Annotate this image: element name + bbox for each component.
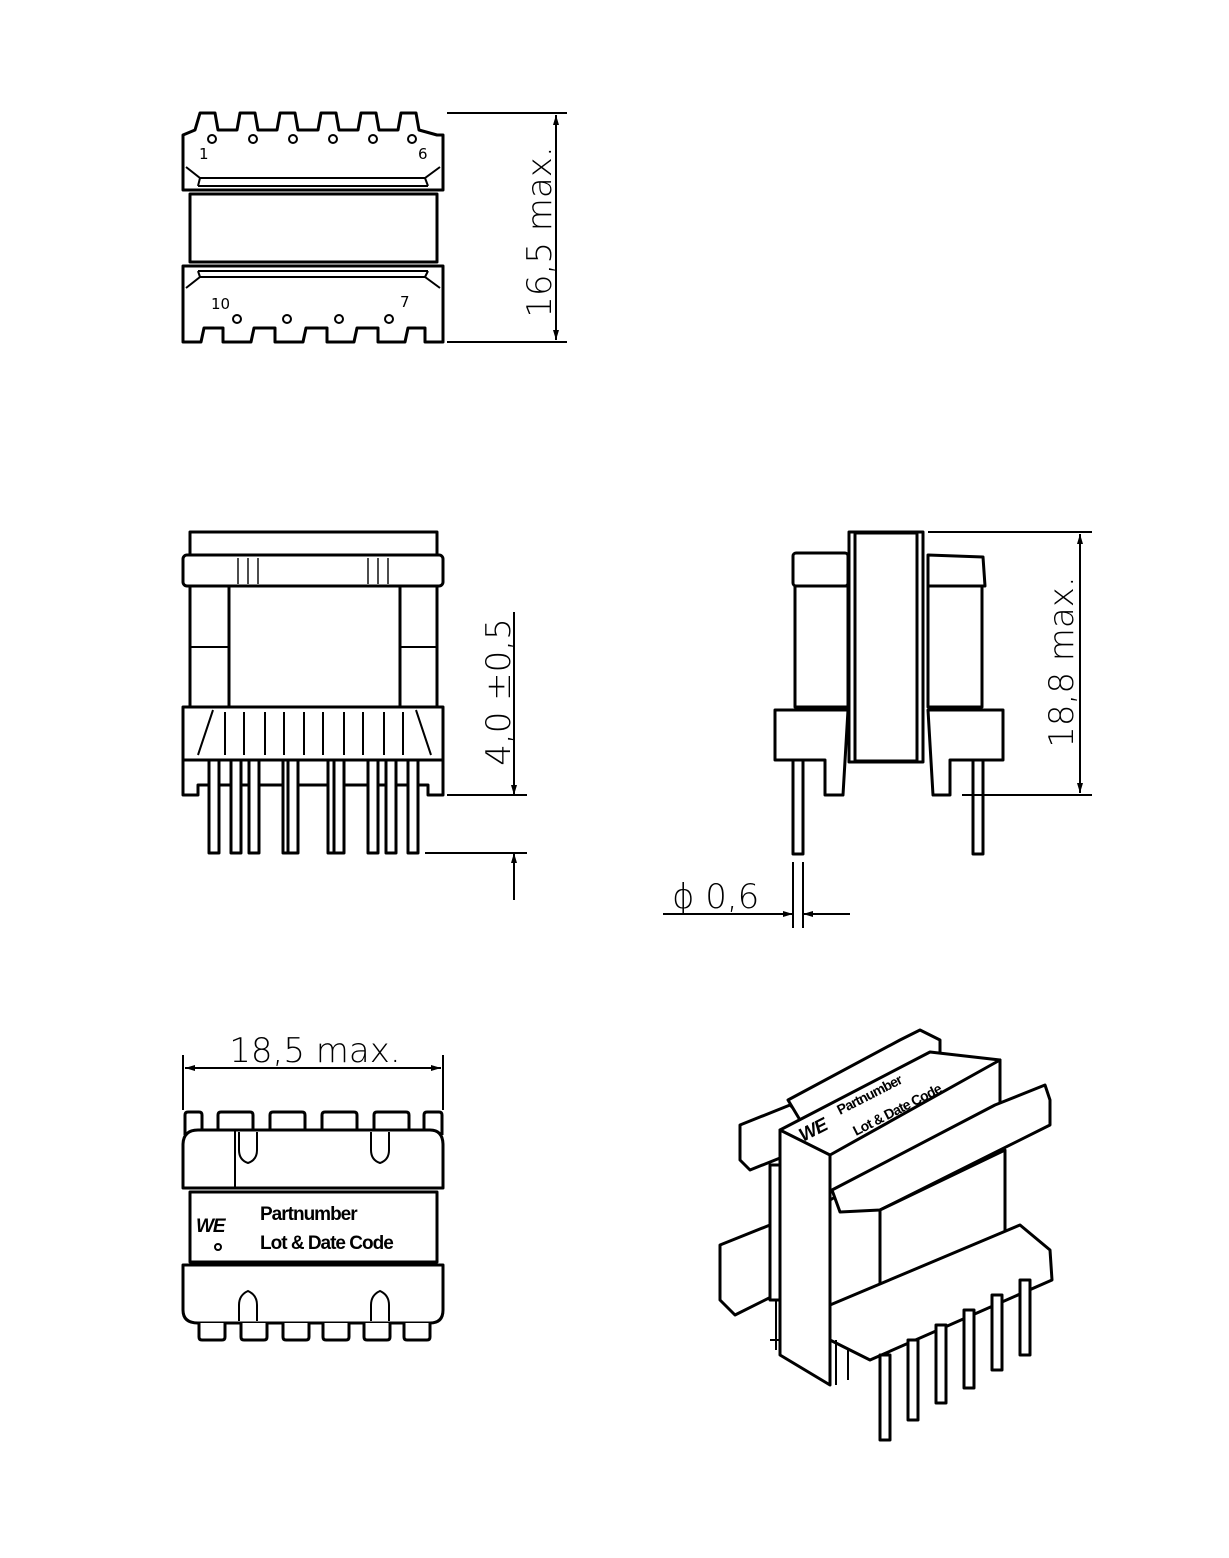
pins bbox=[207, 758, 420, 855]
right-pin bbox=[971, 758, 985, 856]
top-comb-lower bbox=[181, 264, 445, 344]
left-flange bbox=[791, 551, 850, 588]
left-pin bbox=[791, 758, 805, 856]
left-winding bbox=[793, 584, 850, 709]
left-base bbox=[773, 708, 850, 797]
right-base bbox=[926, 708, 1005, 797]
iso-base bbox=[828, 1223, 1054, 1362]
pin-label-6: 6 bbox=[418, 145, 428, 163]
marking-partnumber: Partnumber bbox=[260, 1204, 358, 1225]
dim-text: 16,5 max. bbox=[520, 146, 560, 317]
height-dimension-18-8: 18,8 max. bbox=[928, 531, 1092, 796]
top-view: 1 6 10 7 16,5 max. bbox=[181, 111, 567, 344]
width-dimension-18-5: 18,5 max. bbox=[182, 1031, 444, 1110]
core-side-face bbox=[778, 1128, 832, 1387]
front-view: 4,0 ±0,5 bbox=[181, 530, 527, 900]
bottom-upper-flange bbox=[181, 1128, 445, 1190]
right-winding bbox=[926, 584, 984, 709]
bottom-lower-flange bbox=[181, 1263, 445, 1325]
dim-text: 18,8 max. bbox=[1042, 576, 1082, 747]
we-logo: WE bbox=[196, 1216, 227, 1237]
pin-label-7: 7 bbox=[400, 293, 410, 311]
dim-text: ϕ 0,6 bbox=[672, 877, 759, 917]
right-flange bbox=[926, 553, 987, 588]
pin-length-dimension: 4,0 ±0,5 bbox=[425, 612, 527, 900]
marking-plate bbox=[188, 1190, 439, 1264]
iso-pins bbox=[835, 1278, 1032, 1442]
core bbox=[853, 531, 919, 763]
core-top-bar bbox=[188, 530, 439, 557]
bottom-view: 18,5 max. WE Partnumber Lot & Date Code bbox=[181, 1031, 445, 1342]
dim-text: 18,5 max. bbox=[229, 1031, 400, 1071]
side-view: 18,8 max. ϕ 0,6 bbox=[663, 530, 1092, 928]
pin-holes-upper bbox=[207, 134, 417, 144]
isometric-view: WE Partnumber Lot & Date Code bbox=[718, 1028, 1054, 1442]
top-comb-upper bbox=[181, 111, 445, 192]
pin-label-10: 10 bbox=[211, 295, 230, 313]
winding-window bbox=[227, 584, 402, 709]
pin-label-1: 1 bbox=[199, 145, 209, 163]
upper-flange bbox=[181, 553, 445, 588]
pin-diameter-dimension: ϕ 0,6 bbox=[663, 862, 850, 928]
marking-lot-date-code: Lot & Date Code bbox=[260, 1233, 393, 1254]
standoff-base bbox=[181, 758, 445, 797]
core-top bbox=[188, 192, 439, 264]
dim-text: 4,0 ±0,5 bbox=[479, 618, 519, 765]
height-dimension-16-5: 16,5 max. bbox=[447, 112, 567, 343]
pin-holes-lower bbox=[232, 314, 394, 324]
